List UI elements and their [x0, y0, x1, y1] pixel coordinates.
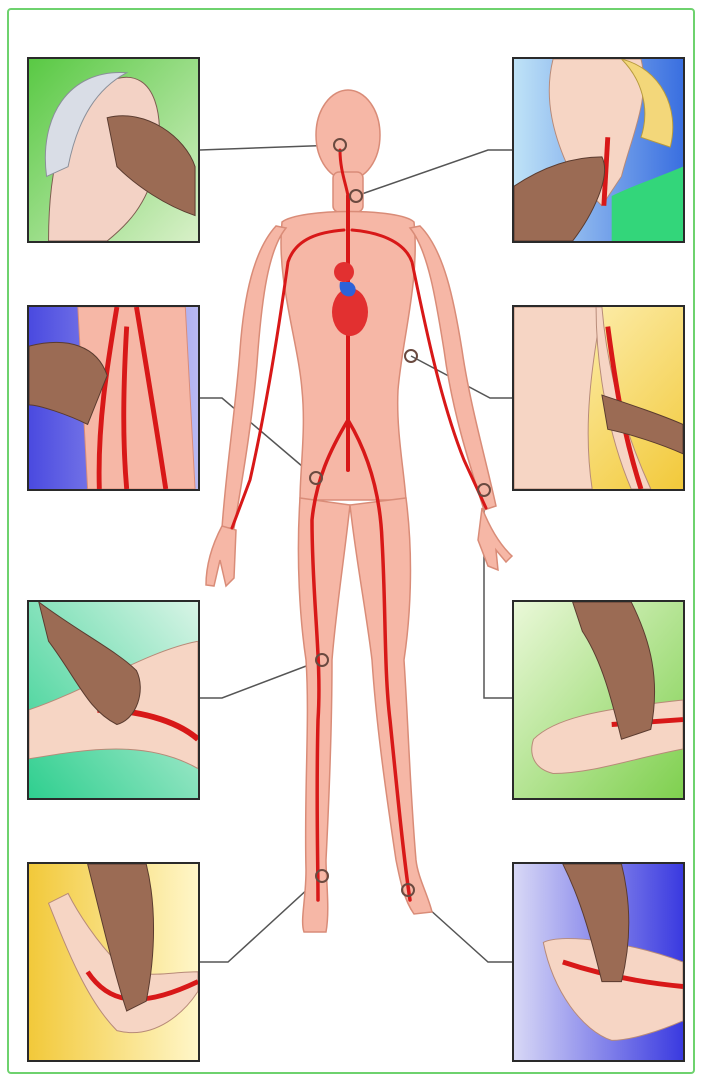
dorsalis-pedis-pulse-illustration: [514, 864, 683, 1060]
radial-pulse-panel: [512, 600, 685, 800]
marker-brachial: [405, 350, 417, 362]
brachial-pulse-panel: [512, 305, 685, 491]
temporal-pulse-illustration: [29, 59, 198, 241]
carotid-pulse-panel: [512, 57, 685, 243]
carotid-pulse-illustration: [514, 59, 683, 241]
posterior-tibial-pulse-panel: [27, 862, 200, 1062]
femoral-pulse-illustration: [29, 307, 198, 489]
femoral-pulse-panel: [27, 305, 200, 491]
body-silhouette: [206, 90, 512, 932]
posterior-tibial-pulse-illustration: [29, 864, 198, 1060]
temporal-pulse-panel: [27, 57, 200, 243]
brachial-pulse-illustration: [514, 307, 683, 489]
radial-pulse-illustration: [514, 602, 683, 798]
popliteal-pulse-illustration: [29, 602, 198, 798]
dorsalis-pedis-pulse-panel: [512, 862, 685, 1062]
popliteal-pulse-panel: [27, 600, 200, 800]
